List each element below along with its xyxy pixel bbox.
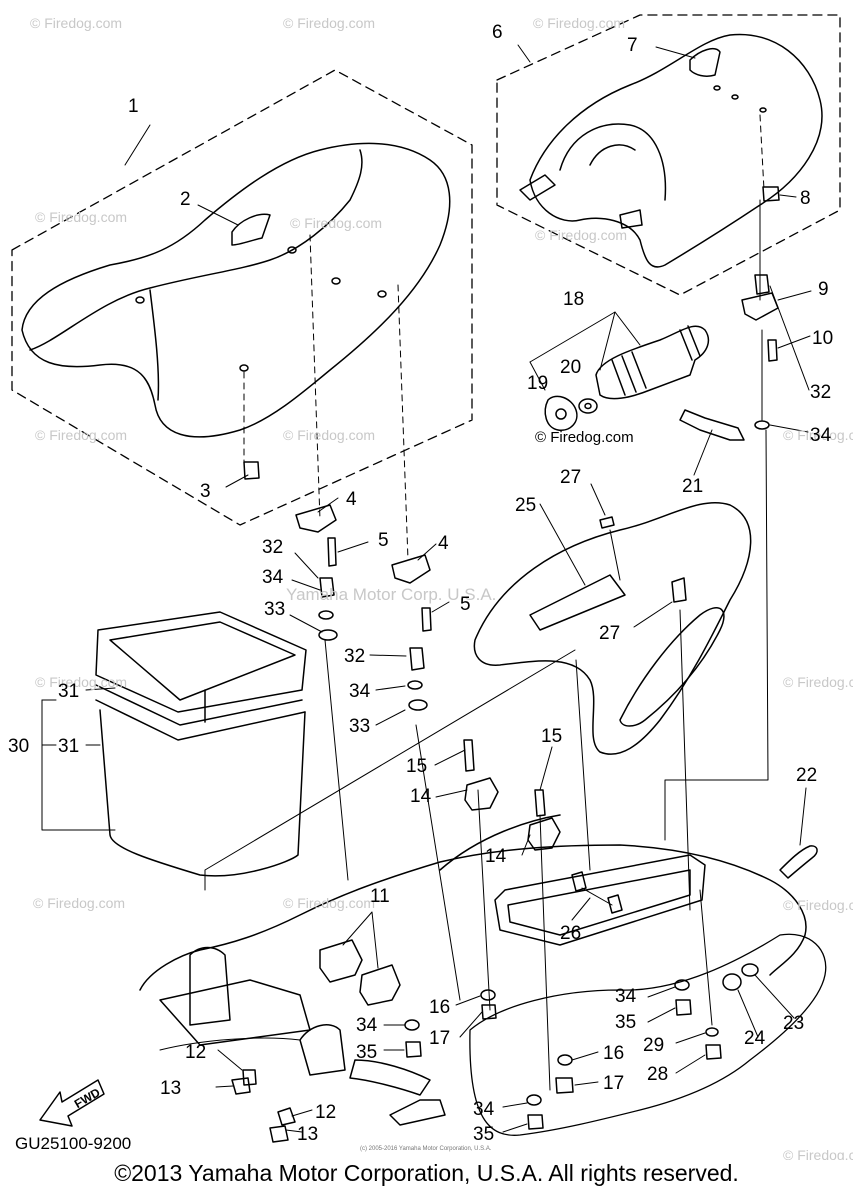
part-label: 2 (180, 189, 191, 210)
watermark: © Firedog.com (283, 895, 375, 911)
mount-14-left (464, 777, 499, 811)
part-label: 13 (160, 1078, 181, 1099)
watermark: © Firedog.com (783, 674, 853, 690)
part-label: 31 (58, 736, 79, 757)
part-label: 17 (603, 1073, 624, 1094)
mount-11-left (319, 939, 363, 983)
hose-18-drawing (595, 325, 710, 400)
part-label: 21 (682, 476, 703, 497)
watermark: © Firedog.com (783, 427, 853, 443)
part-label: 8 (800, 188, 811, 209)
part-label: 7 (627, 35, 638, 56)
fitting-32-mid (409, 647, 425, 671)
part-label: 18 (563, 289, 584, 310)
part-label: 28 (647, 1064, 668, 1085)
part-label: 11 (370, 886, 390, 907)
part-label: 9 (818, 279, 829, 300)
part-label: 31 (58, 681, 79, 702)
part-label: 6 (492, 22, 503, 43)
part-label: 15 (406, 756, 427, 777)
watermark: © Firedog.com (33, 895, 125, 911)
diagram-code: GU25100-9200 (15, 1134, 131, 1153)
part-label: 35 (356, 1042, 377, 1063)
part-label: 1 (128, 96, 139, 117)
watermark: © Firedog.com (783, 1147, 853, 1160)
fitting-32-left (319, 577, 335, 598)
part-label: 33 (264, 599, 285, 620)
fwd-label: FWD (72, 1085, 103, 1111)
part-label: 3 (200, 481, 211, 502)
parts-diagram: © Firedog.com © Firedog.com © Firedog.co… (8, 14, 853, 1160)
part-label: 35 (473, 1124, 494, 1145)
watermark: © Firedog.com (533, 15, 625, 31)
part-label: 24 (744, 1028, 766, 1049)
fitting-32-right (754, 274, 770, 295)
fwd-arrow-icon (39, 1079, 105, 1127)
hull-deck-drawing (139, 844, 807, 991)
part-label: 16 (603, 1043, 624, 1064)
part-label: 10 (812, 328, 833, 349)
part-label: 12 (185, 1042, 206, 1063)
part-label: 30 (8, 736, 29, 757)
part-label: 34 (356, 1015, 378, 1036)
part-label: 27 (599, 623, 620, 644)
part-label: 20 (560, 357, 581, 378)
part-label: 13 (297, 1124, 318, 1145)
part-label: 34 (473, 1099, 495, 1120)
part-label: 35 (615, 1012, 636, 1033)
small-print: (c) 2005-2016 Yamaha Motor Corporation, … (360, 1146, 492, 1152)
part-label: 34 (810, 425, 832, 446)
storage-box-drawing (95, 611, 307, 713)
part-label: 14 (410, 786, 432, 807)
watermark: © Firedog.com (283, 427, 375, 443)
part-label: 32 (344, 646, 365, 667)
seat-1-dashed-box (11, 69, 473, 526)
part-label: 34 (262, 567, 284, 588)
copyright-footer: ©2013 Yamaha Motor Corporation, U.S.A. A… (114, 1160, 739, 1186)
bracket-4-right (391, 554, 431, 584)
watermark: © Firedog.com (35, 209, 127, 225)
part-label: 34 (349, 681, 371, 702)
watermark-faint: Yamaha Motor Corp. U.S.A. (286, 585, 496, 604)
mount-14-right (527, 817, 561, 851)
part-label: 32 (262, 537, 283, 558)
part-label: 5 (460, 594, 471, 615)
bracket-4-left (295, 504, 337, 533)
watermark-center: © Firedog.com (535, 429, 634, 446)
watermark: © Firedog.com (35, 674, 127, 690)
part-label: 19 (527, 373, 548, 394)
part-label: 34 (615, 986, 637, 1007)
mount-11-right (359, 964, 401, 1006)
part-label: 15 (541, 726, 562, 747)
watermark: © Firedog.com (35, 427, 127, 443)
seat-6-dashed-box (496, 14, 841, 296)
watermark: © Firedog.com (283, 15, 375, 31)
part-label: 33 (349, 716, 370, 737)
part-label: 17 (429, 1028, 450, 1049)
part-label: 22 (796, 765, 817, 786)
part-label: 32 (810, 382, 831, 403)
part-label: 26 (560, 923, 581, 944)
watermark: © Firedog.com (290, 215, 382, 231)
part-label: 5 (378, 530, 389, 551)
bolt-5-left (327, 537, 337, 567)
part-label: 27 (560, 467, 581, 488)
part-label: 16 (429, 997, 450, 1018)
watermark-layer: © Firedog.com © Firedog.com © Firedog.co… (30, 15, 853, 1160)
part-label: 23 (783, 1013, 804, 1034)
part-label: 14 (485, 846, 507, 867)
part-label: 29 (643, 1035, 664, 1056)
part-label: 4 (438, 533, 449, 554)
watermark: © Firedog.com (30, 15, 122, 31)
part-number-labels: 1 2 3 4 4 5 5 6 7 8 9 10 11 12 12 13 13 … (8, 22, 833, 1145)
part-label: 4 (346, 489, 357, 510)
rear-seat-drawing (519, 33, 823, 268)
part-label: 25 (515, 495, 536, 516)
bolt-5-right (421, 607, 432, 632)
front-seat-drawing (21, 142, 451, 438)
tray-25-drawing (473, 501, 752, 755)
watermark: © Firedog.com (783, 897, 853, 913)
watermark: © Firedog.com (535, 227, 627, 243)
part-label: 12 (315, 1102, 336, 1123)
